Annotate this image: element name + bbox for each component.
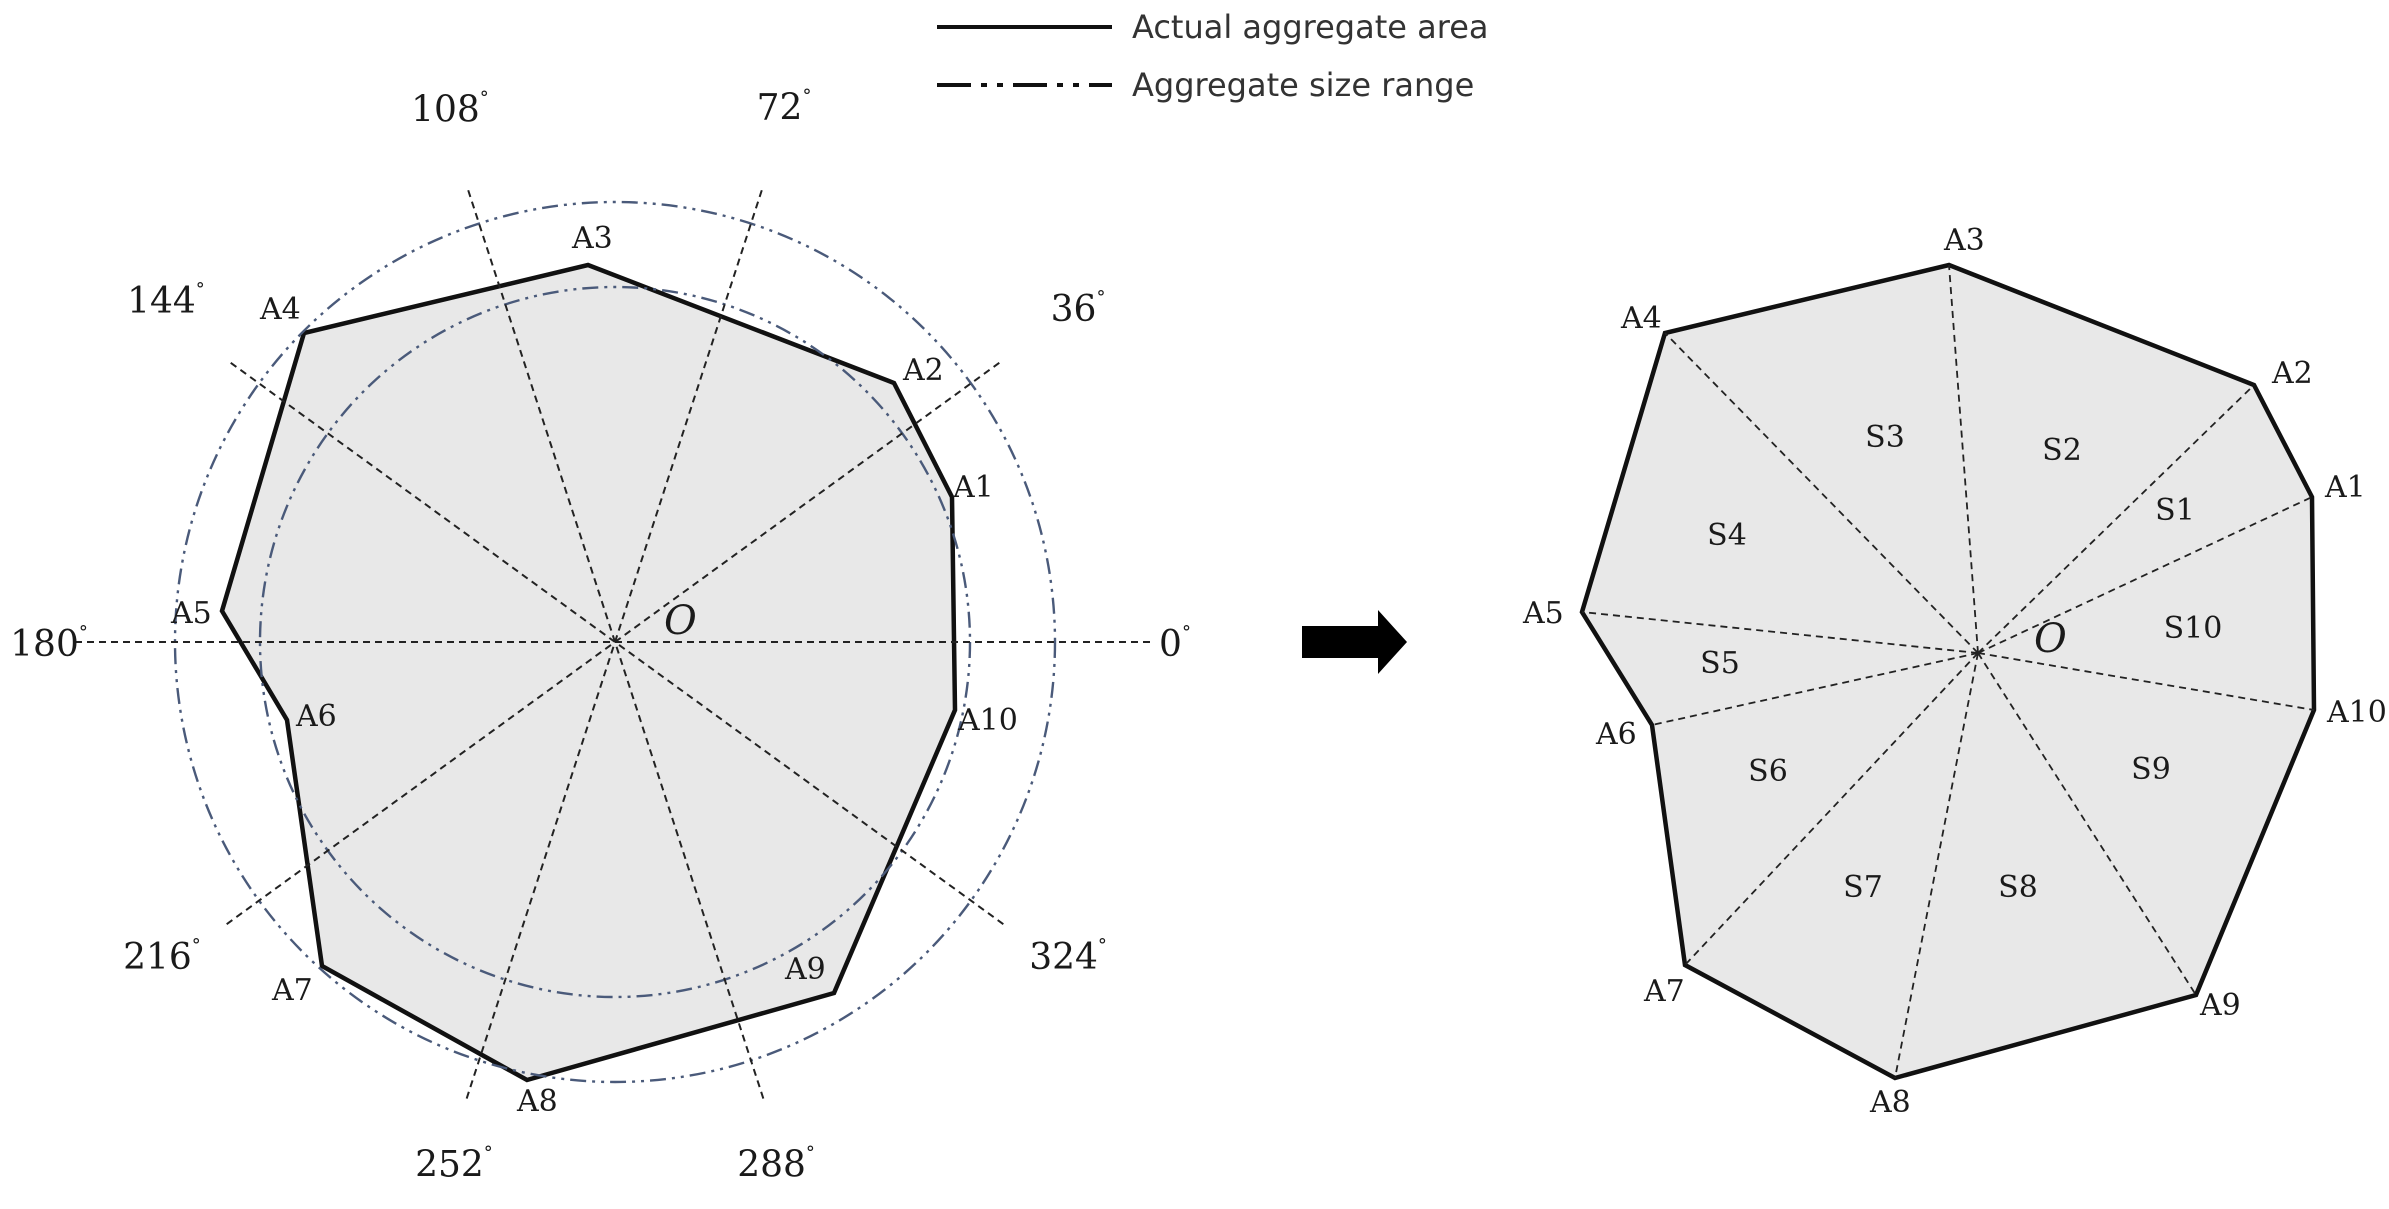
- sector-S6: S6: [1748, 754, 1788, 789]
- left-vertex-A1: A1: [952, 470, 994, 505]
- right-vertex-A2: A2: [2271, 356, 2313, 391]
- spoke-3: [1948, 264, 1979, 654]
- sector-S10: S10: [2164, 611, 2223, 646]
- right-center-label: O: [2034, 616, 2067, 662]
- sector-spokes: [1581, 264, 2315, 1079]
- axis-line-108: [465, 185, 765, 1099]
- left-center-label: O: [664, 598, 697, 644]
- legend: Actual aggregate area Aggregate size ran…: [937, 8, 1488, 104]
- sector-S9: S9: [2131, 752, 2171, 787]
- angle-label-144: 144°: [127, 279, 205, 322]
- right-aggregate-outline: [1579, 262, 2317, 1081]
- left-vertex-A7: A7: [271, 973, 313, 1008]
- sector-S5: S5: [1700, 646, 1740, 681]
- left-vertex-A5: A5: [170, 596, 212, 631]
- left-vertex-A9: A9: [784, 952, 826, 987]
- spoke-10: [1977, 652, 2315, 711]
- spoke-9: [1977, 652, 2197, 996]
- legend-dashdot-label: Aggregate size range: [1132, 66, 1474, 104]
- right-vertex-A5: A5: [1522, 596, 1564, 631]
- axis-line-144: [226, 359, 1004, 925]
- right-vertex-A1: A1: [2324, 470, 2366, 505]
- transform-arrow: [1302, 610, 1407, 674]
- spoke-2: [1977, 384, 2255, 654]
- spoke-6: [1651, 652, 1979, 726]
- angle-label-216: 216°: [123, 935, 201, 978]
- angle-axes: [75, 185, 1155, 1099]
- right-vertex-A10: A10: [2326, 695, 2387, 730]
- right-vertex-A8: A8: [1869, 1085, 1911, 1120]
- sector-S7: S7: [1843, 870, 1883, 905]
- spoke-1: [1977, 496, 2313, 654]
- sector-S8: S8: [1998, 870, 2038, 905]
- legend-solid-label: Actual aggregate area: [1132, 8, 1488, 46]
- sector-S4: S4: [1707, 518, 1747, 553]
- axis-line-72: [465, 185, 765, 1099]
- sector-S2: S2: [2042, 433, 2082, 468]
- right-vertex-A3: A3: [1943, 223, 1985, 258]
- left-vertex-A3: A3: [571, 221, 613, 256]
- right-vertex-A4: A4: [1620, 301, 1662, 336]
- spoke-5: [1581, 611, 1979, 654]
- right-vertex-A7: A7: [1643, 974, 1685, 1009]
- angle-label-72: 72°: [757, 85, 812, 128]
- angle-label-0: 0°: [1159, 622, 1191, 665]
- left-aggregate-outline: [219, 262, 958, 1083]
- angle-label-180: 180°: [10, 622, 88, 665]
- spoke-4: [1664, 332, 1979, 654]
- outer-size-ring: [173, 200, 1057, 1084]
- left-vertex-A6: A6: [295, 699, 337, 734]
- angle-label-252: 252°: [415, 1143, 493, 1186]
- angle-label-324: 324°: [1029, 935, 1107, 978]
- right-vertex-A9: A9: [2199, 988, 2241, 1023]
- left-vertex-A10: A10: [957, 703, 1018, 738]
- spoke-8: [1894, 652, 1979, 1079]
- left-diagram: 0°36°72°108°144°180°216°252°288°324° A1A…: [10, 85, 1191, 1185]
- left-vertex-A4: A4: [259, 292, 301, 327]
- angle-label-36: 36°: [1051, 287, 1106, 330]
- angle-labels: 0° 36° 72° 108° 144° 180° 216° 252° 288° 324°: [10, 85, 1191, 1185]
- left-vertex-A2: A2: [902, 353, 944, 388]
- angle-label-108: 108°: [411, 87, 489, 130]
- right-vertex-A6: A6: [1595, 717, 1637, 752]
- angle-label-288: 288°: [737, 1143, 815, 1186]
- sector-S3: S3: [1865, 420, 1905, 455]
- left-vertex-A8: A8: [516, 1084, 558, 1119]
- sector-S1: S1: [2155, 493, 2195, 528]
